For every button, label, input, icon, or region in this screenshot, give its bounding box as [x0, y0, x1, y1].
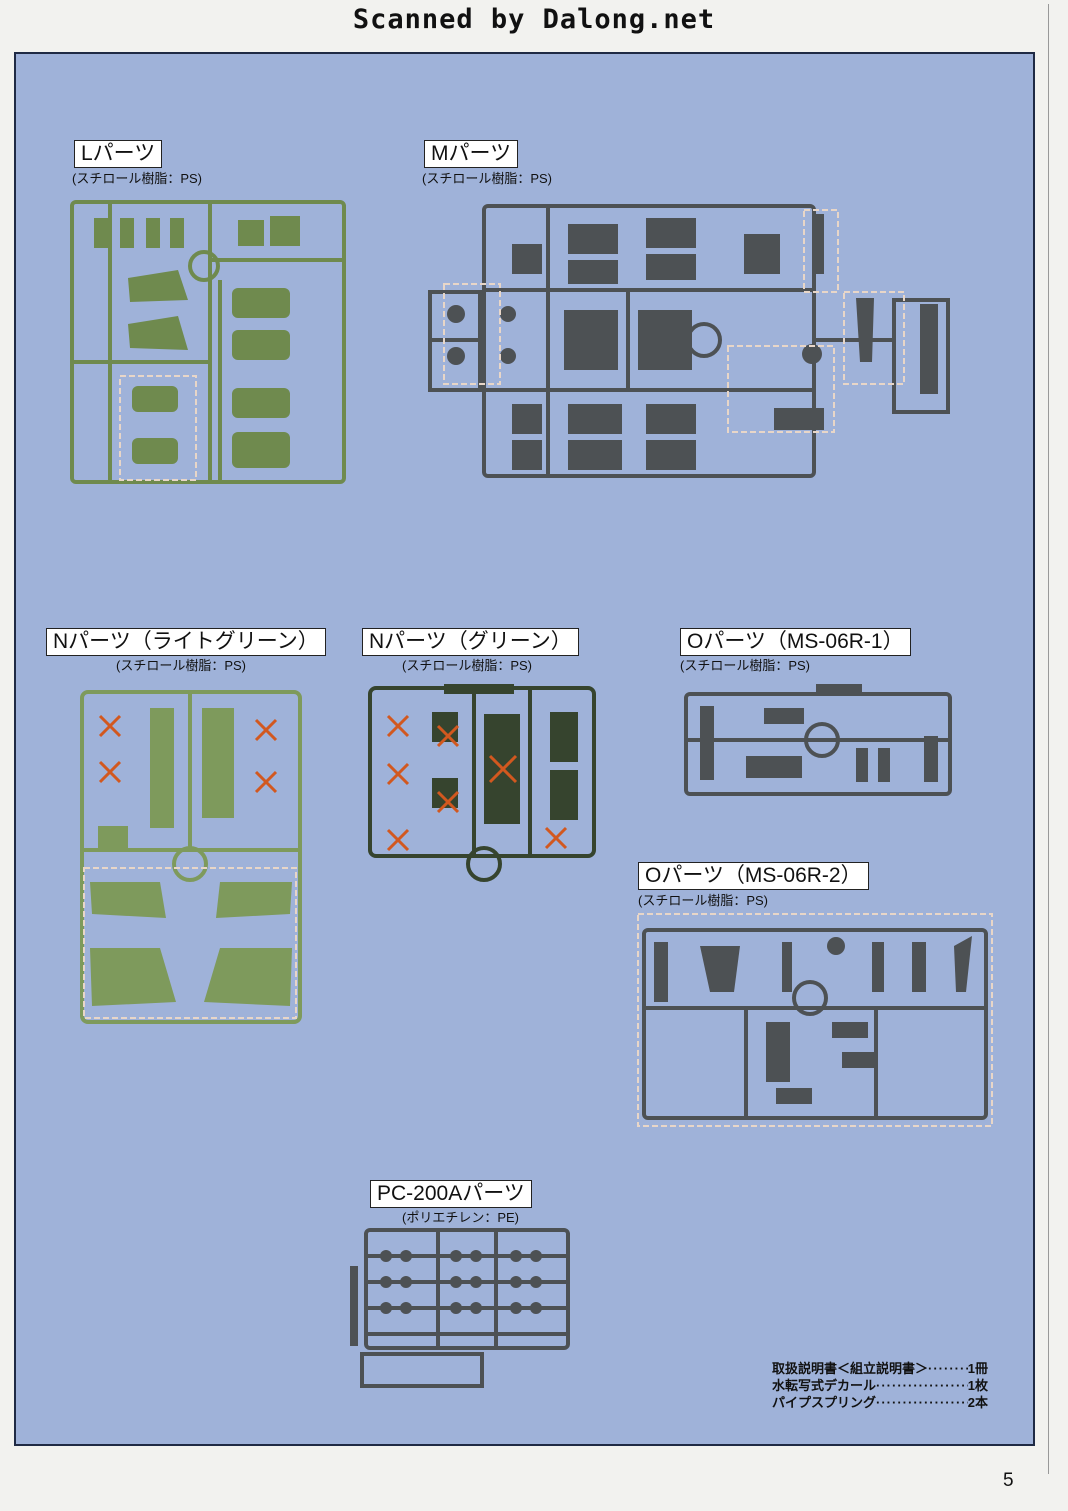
sprue-o-r1-diagram	[682, 684, 954, 798]
list-item: 水転写式デカール1枚	[772, 1377, 988, 1394]
sprue-o-r2-title: Oパーツ（MS-06R-2）	[638, 862, 869, 890]
sprue-o-r1-title: Oパーツ（MS-06R-1）	[680, 628, 911, 656]
sprue-o-r2-diagram	[636, 912, 994, 1130]
sprue-o-r2-material: (スチロール樹脂：PS)	[638, 893, 769, 908]
parts-panel: Lパーツ (スチロール樹脂：PS)	[14, 52, 1035, 1446]
sprue-pc-material: (ポリエチレン：PE)	[402, 1210, 520, 1225]
sprue-m-material: (スチロール樹脂：PS)	[422, 171, 553, 186]
sprue-m-title: Mパーツ	[424, 140, 519, 168]
sprue-n-light-diagram	[80, 686, 302, 1026]
sprue-l-material: (スチロール樹脂：PS)	[72, 171, 203, 186]
sprue-n-green-title: Nパーツ（グリーン）	[362, 628, 579, 656]
page-number: 5	[1003, 1470, 1014, 1491]
included-items-list: 取扱説明書＜組立説明書＞1冊 水転写式デカール1枚 パイプスプリング2本	[772, 1360, 988, 1411]
sprue-pc-diagram	[346, 1226, 572, 1390]
sprue-l-diagram	[70, 200, 346, 484]
list-item: 取扱説明書＜組立説明書＞1冊	[772, 1360, 988, 1377]
sprue-l-title: Lパーツ	[74, 140, 163, 168]
scan-credit: Scanned by Dalong.net	[352, 4, 716, 35]
sprue-n-light-material: (スチロール樹脂：PS)	[116, 658, 247, 673]
sprue-pc-title: PC-200Aパーツ	[370, 1180, 532, 1208]
sprue-n-light-title: Nパーツ（ライトグリーン）	[46, 628, 326, 656]
sprue-m-diagram	[428, 194, 958, 484]
sprue-n-green-material: (スチロール樹脂：PS)	[402, 658, 533, 673]
scan-edge-line	[1048, 4, 1061, 1474]
sprue-o-r1-material: (スチロール樹脂：PS)	[680, 658, 811, 673]
list-item: パイプスプリング2本	[772, 1394, 988, 1411]
sprue-n-green-diagram	[366, 682, 598, 894]
